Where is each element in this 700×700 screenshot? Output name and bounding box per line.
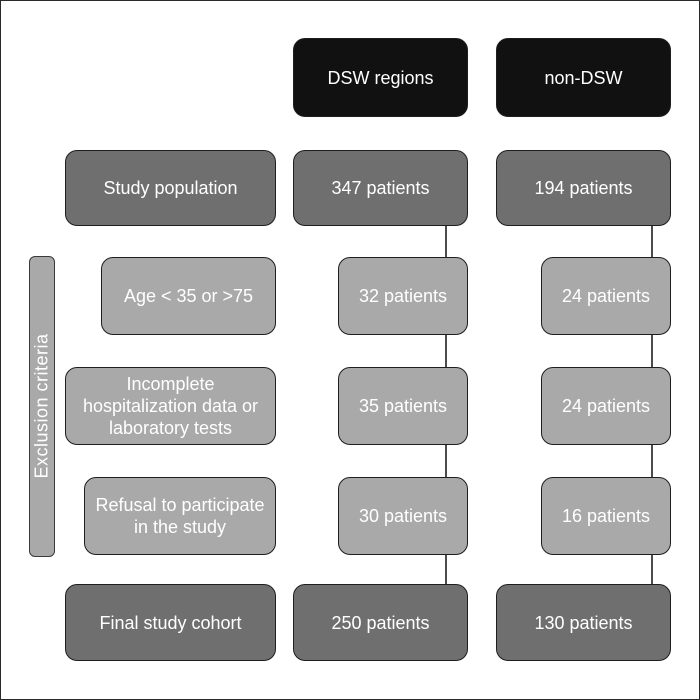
- non-dsw-final-cohort: 130 patients: [496, 584, 671, 661]
- non-dsw-study-population: 194 patients: [496, 150, 671, 226]
- non-dsw-refusal-excluded: 16 patients: [541, 477, 671, 555]
- dsw-incomplete-excluded: 35 patients: [338, 367, 468, 445]
- dsw-study-population: 347 patients: [293, 150, 468, 226]
- row-label-final-cohort: Final study cohort: [65, 584, 276, 661]
- row-label-incomplete-data: Incomplete hospitalization data or labor…: [65, 367, 276, 445]
- exclusion-criteria-label: Exclusion criteria: [31, 333, 52, 479]
- non-dsw-age-excluded: 24 patients: [541, 257, 671, 335]
- dsw-refusal-excluded: 30 patients: [338, 477, 468, 555]
- row-label-study-population: Study population: [65, 150, 276, 226]
- header-dsw-regions: DSW regions: [293, 38, 468, 117]
- non-dsw-incomplete-excluded: 24 patients: [541, 367, 671, 445]
- exclusion-criteria-bar: [29, 256, 55, 557]
- dsw-age-excluded: 32 patients: [338, 257, 468, 335]
- dsw-final-cohort: 250 patients: [293, 584, 468, 661]
- header-non-dsw: non-DSW: [496, 38, 671, 117]
- row-label-refusal: Refusal to participate in the study: [84, 477, 276, 555]
- row-label-age: Age < 35 or >75: [101, 257, 276, 335]
